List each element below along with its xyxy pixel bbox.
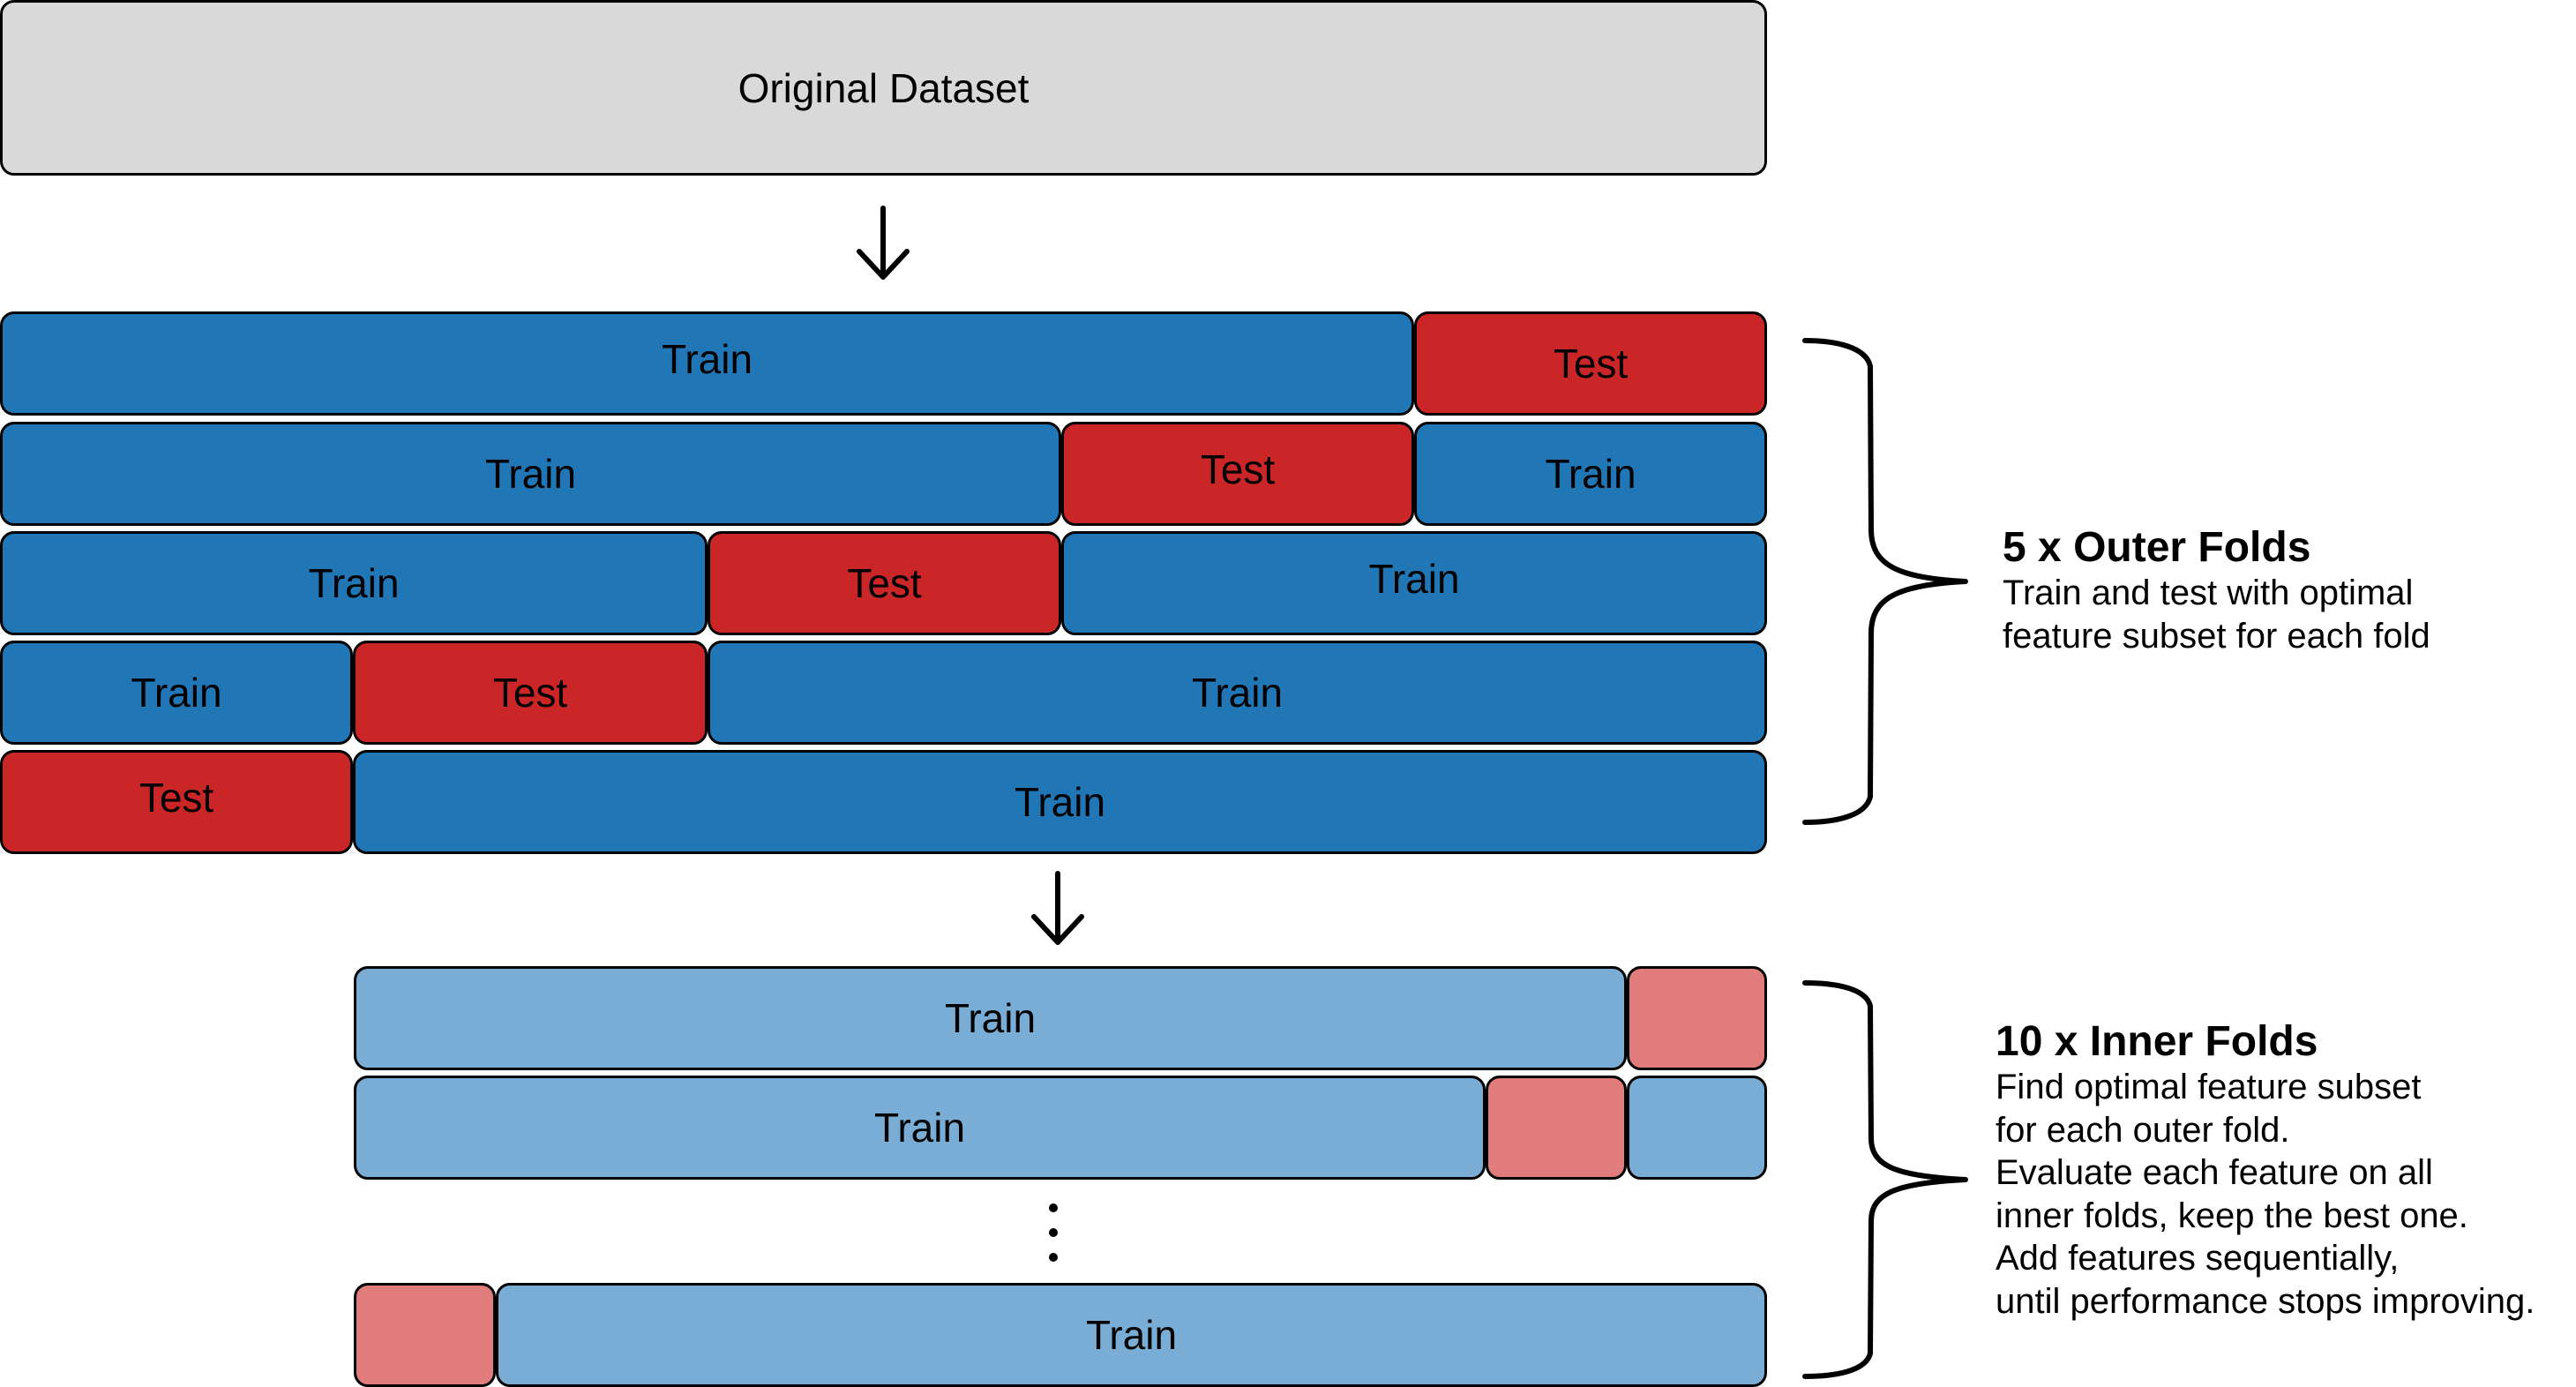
inner-fold-2-test (1486, 1076, 1627, 1180)
inner-fold-n-test (354, 1283, 496, 1387)
outer-fold-4-test: Test (353, 641, 708, 745)
outer-fold-2-train-right: Train (1414, 422, 1767, 526)
inner-folds-line-4: inner folds, keep the best one. (1996, 1196, 2468, 1235)
curly-brace-icon (1802, 980, 1968, 1379)
outer-fold-1-train: Train (0, 311, 1414, 416)
inner-folds-line-5: Add features sequentially, (1996, 1239, 2400, 1278)
vertical-ellipsis-icon (1049, 1203, 1058, 1262)
inner-fold-1-test (1627, 966, 1767, 1070)
outer-fold-2-train-left: Train (0, 422, 1061, 526)
inner-folds-title: 10 x Inner Folds (1996, 1018, 2318, 1065)
inner-fold-n-train-label: Train (1085, 1312, 1178, 1358)
inner-folds-line-3: Evaluate each feature on all (1996, 1153, 2433, 1192)
inner-folds-line-6: until performance stops improving. (1996, 1281, 2535, 1321)
inner-fold-2-train-left-label: Train (873, 1105, 966, 1151)
inner-folds-line-1: Find optimal feature subset (1996, 1068, 2422, 1106)
outer-fold-4-test-label: Test (492, 670, 568, 716)
down-arrow-icon (857, 206, 910, 280)
outer-folds-line-2: feature subset for each fold (2003, 616, 2430, 656)
outer-fold-4-train-left: Train (0, 641, 353, 745)
outer-fold-3-train-left-label: Train (308, 560, 400, 606)
outer-fold-2-train-right-label: Train (1545, 451, 1636, 497)
outer-fold-4-train-right: Train (708, 641, 1767, 745)
outer-folds-title: 5 x Outer Folds (2003, 524, 2311, 571)
curly-brace-icon (1802, 338, 1968, 825)
inner-fold-1-train: Train (354, 966, 1627, 1070)
outer-fold-2-train-left-label: Train (484, 451, 577, 497)
inner-fold-n-train: Train (496, 1283, 1767, 1387)
inner-fold-2-train-right (1627, 1076, 1767, 1180)
outer-fold-3-test: Test (708, 531, 1061, 635)
original-dataset-label: Original Dataset (738, 64, 1030, 111)
outer-fold-3-test-label: Test (847, 560, 922, 606)
outer-fold-5-test-label: Test (139, 775, 214, 821)
outer-fold-3-train-left: Train (0, 531, 708, 635)
original-dataset-box: Original Dataset (0, 0, 1767, 176)
outer-fold-3-train-right-label: Train (1368, 556, 1460, 602)
inner-fold-1-train-label: Train (944, 995, 1037, 1041)
outer-fold-5-train-label: Train (1014, 779, 1106, 825)
outer-fold-1-test-label: Test (1553, 341, 1629, 386)
outer-fold-5-test: Test (0, 750, 353, 854)
inner-folds-annotation: 10 x Inner Folds Find optimal feature su… (1996, 1018, 2535, 1323)
outer-fold-4-train-right-label: Train (1191, 670, 1284, 716)
outer-fold-4-train-left-label: Train (131, 670, 222, 716)
down-arrow-icon (1031, 871, 1084, 945)
outer-fold-2-test: Test (1061, 422, 1414, 526)
outer-fold-3-train-right: Train (1061, 531, 1767, 635)
outer-folds-annotation: 5 x Outer Folds Train and test with opti… (2003, 524, 2430, 657)
inner-folds-line-2: for each outer fold. (1996, 1110, 2290, 1150)
outer-fold-2-test-label: Test (1200, 446, 1276, 492)
inner-fold-2-train-left: Train (354, 1076, 1486, 1180)
outer-fold-5-train: Train (353, 750, 1767, 854)
outer-fold-1-test: Test (1414, 311, 1767, 416)
outer-folds-line-1: Train and test with optimal (2003, 574, 2414, 612)
outer-fold-1-train-label: Train (661, 336, 753, 382)
